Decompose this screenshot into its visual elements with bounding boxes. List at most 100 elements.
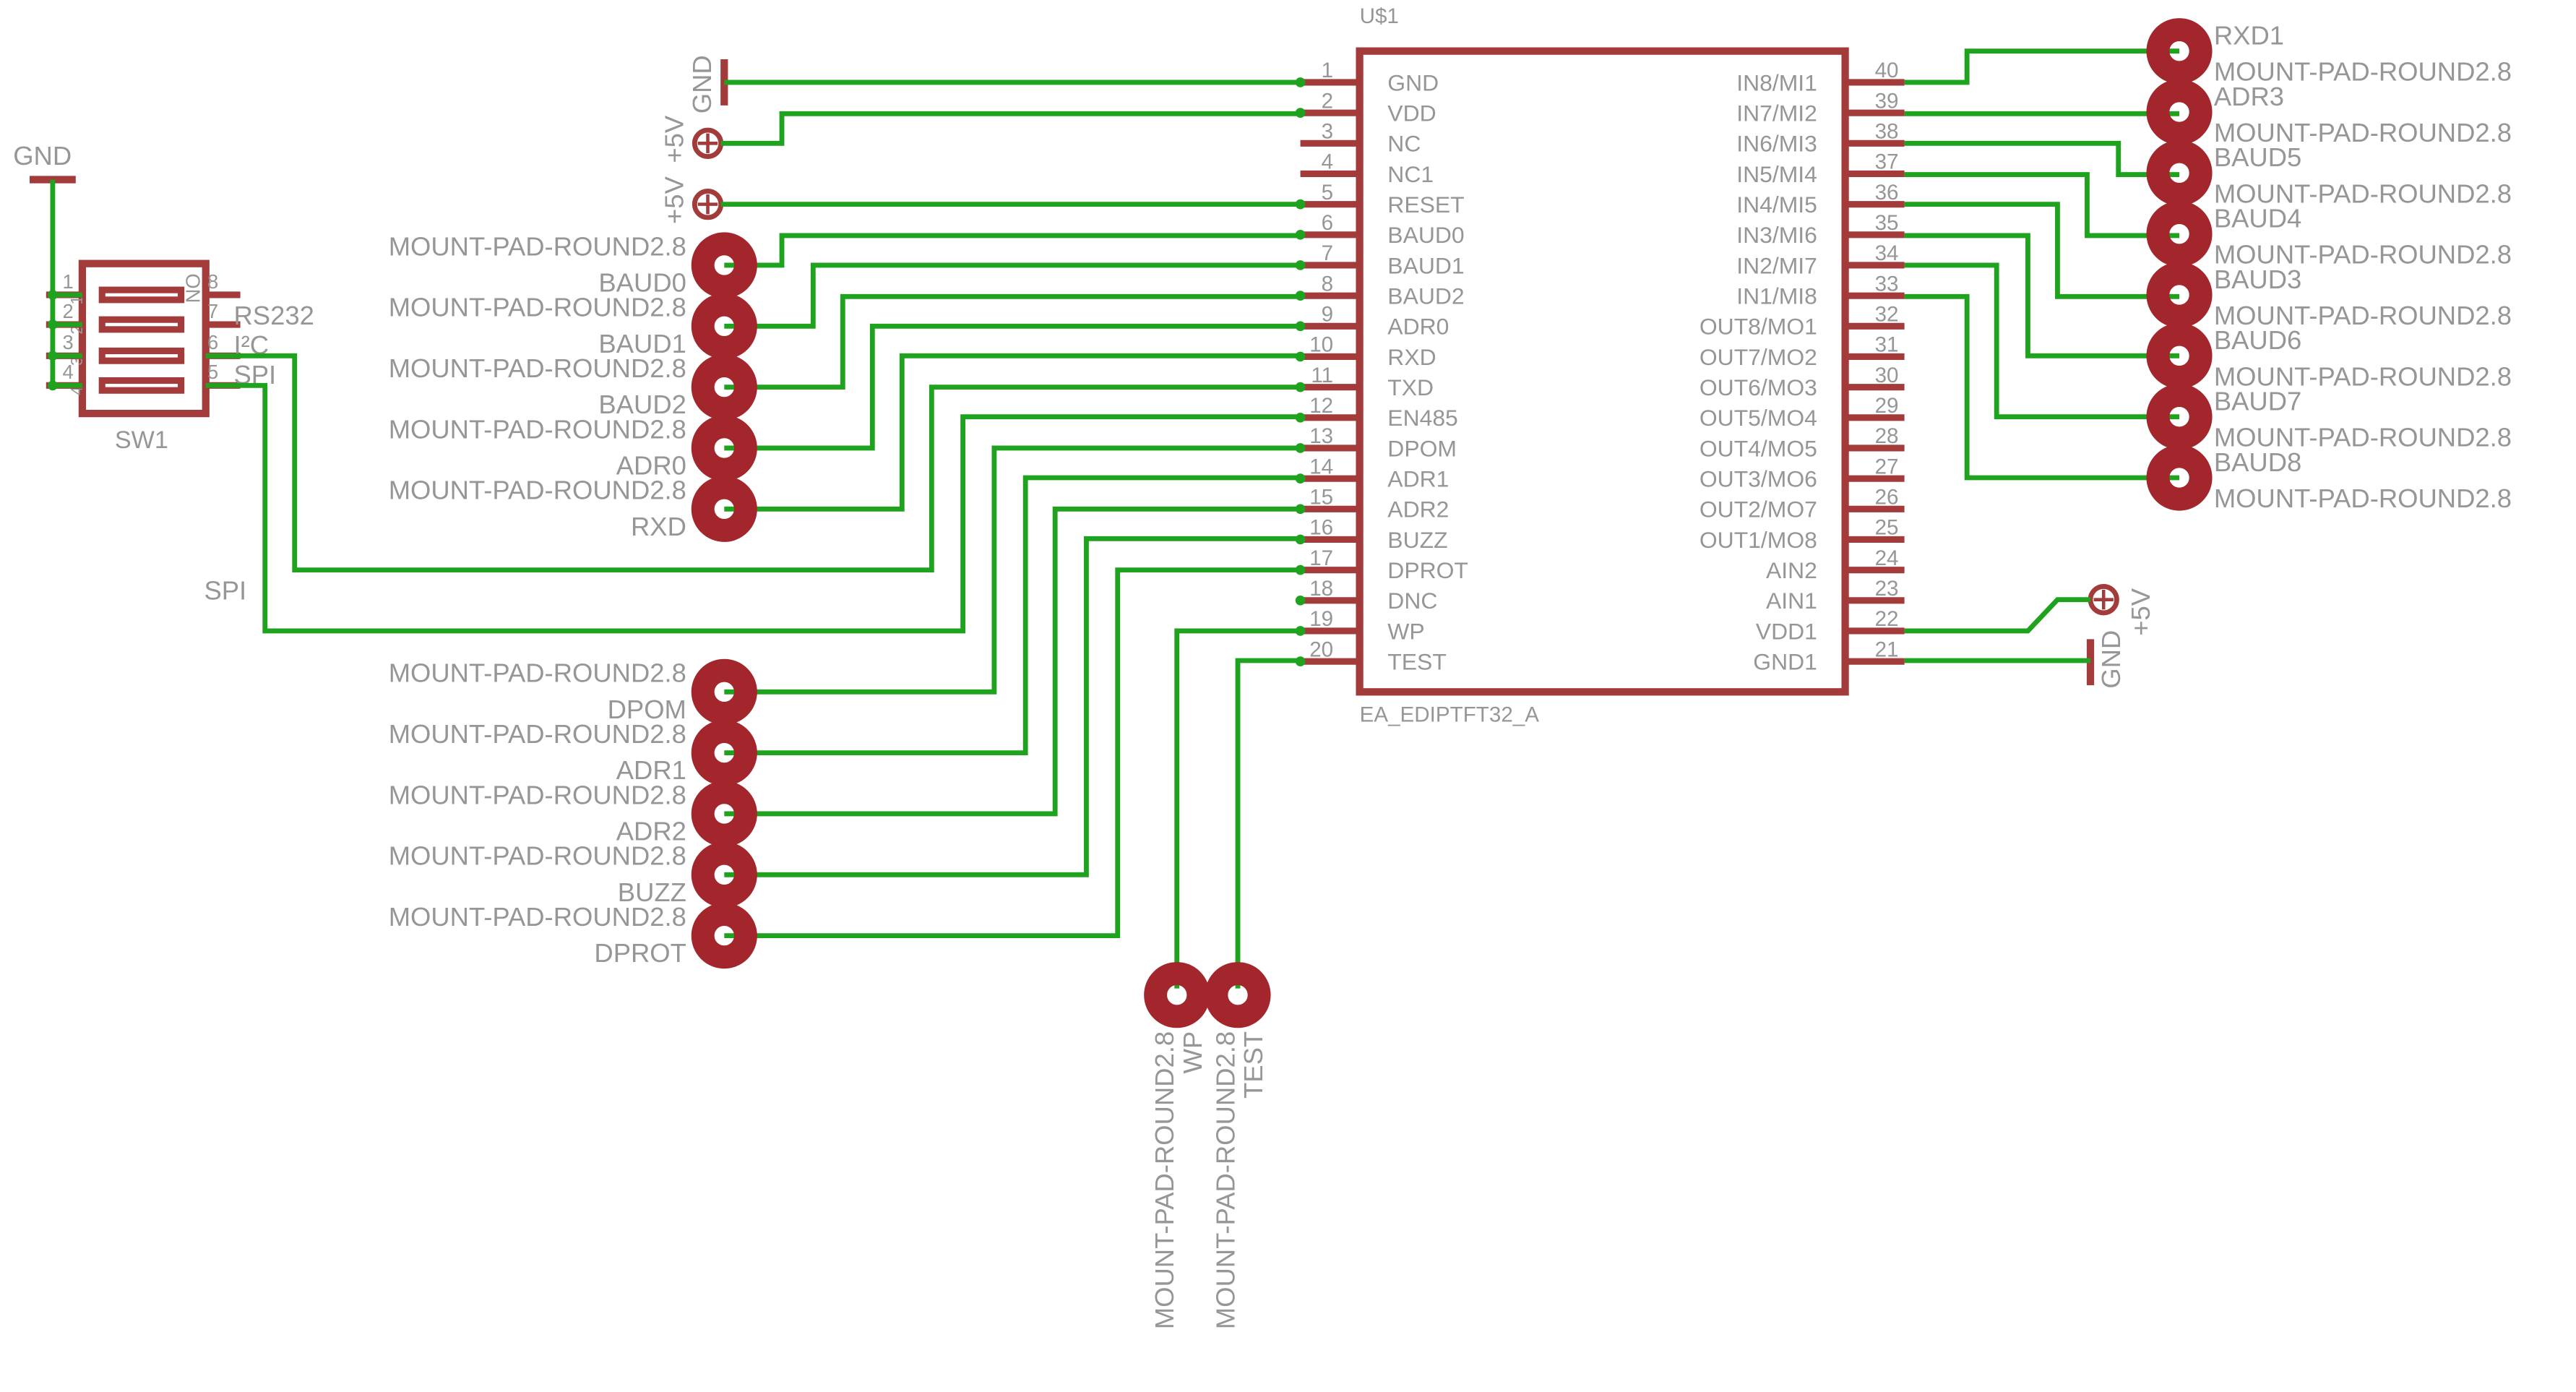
mount-pad [2146, 139, 2213, 206]
wire-in6 [1904, 140, 2180, 178]
ic-pin-name: OUT3/MO6 [1700, 466, 1817, 492]
gnd-symbol-right: GND [2086, 630, 2126, 689]
ic-pin-number: 14 [1309, 455, 1333, 478]
junction-dot [1295, 412, 1306, 423]
ic-pin-number: 25 [1875, 516, 1899, 540]
mount-pad [691, 658, 757, 725]
ic-pin-name: OUT8/MO1 [1700, 314, 1817, 340]
ic-body [1356, 47, 1849, 696]
ic-pin-name: GND [1387, 69, 1439, 95]
ic-pin-name: TXD [1387, 374, 1434, 400]
ic-pin-number: 8 [1322, 272, 1333, 296]
pad-name-label: BAUD2 [598, 390, 686, 419]
gnd-symbol-top: GND [687, 55, 728, 113]
junction-dot [48, 290, 58, 300]
wire-rxd [724, 353, 1301, 512]
junction-dot [1295, 443, 1306, 453]
switch-toggle [98, 286, 185, 304]
junction-dot [1295, 229, 1306, 240]
wire-in8 [1904, 48, 2180, 85]
ic-pin-name: AIN1 [1766, 588, 1817, 614]
junction-dot [1295, 504, 1306, 515]
ic-pin-name: IN8/MI1 [1736, 69, 1817, 95]
junction-dot [48, 380, 58, 391]
ic-pin-name: BAUD2 [1387, 283, 1464, 309]
ic-pin-number: 5 [1322, 181, 1333, 205]
ic-pin-number: 37 [1875, 150, 1899, 174]
ic-pin-number: 27 [1875, 455, 1899, 478]
mount-pad [1205, 962, 1271, 1028]
pad-name-label: ADR0 [616, 450, 686, 480]
junction-dot [1295, 260, 1306, 270]
ic-pin-number: 3 [1322, 119, 1333, 143]
wires [50, 48, 2180, 989]
mount-pad [2146, 262, 2213, 328]
pad-name-label: BAUD1 [598, 329, 686, 358]
wire-vdd1 [1904, 597, 2091, 634]
switch-pin-number-right: 6 [207, 331, 218, 353]
mount-pad [691, 841, 757, 908]
junction-dot [1295, 77, 1306, 87]
wire-adr1 [724, 475, 1301, 756]
pad-name-label: TEST [1239, 1031, 1268, 1099]
ic-pin-name: ADR1 [1387, 466, 1449, 492]
ic-pin-number: 20 [1309, 637, 1333, 661]
wire-in4 [1904, 202, 2180, 299]
ic-pin-name: IN6/MI3 [1736, 131, 1817, 157]
ic-pin-name: GND1 [1753, 649, 1817, 675]
pad-type-label: MOUNT-PAD-ROUND2.8 [2214, 484, 2512, 513]
ic-pin-number: 31 [1875, 333, 1899, 357]
junction-dot [48, 351, 58, 361]
ic-pin-name: RESET [1387, 192, 1464, 218]
mount-pad [2146, 79, 2213, 145]
ic-pin-name: TEST [1387, 649, 1446, 675]
switch-body [78, 259, 210, 418]
plus5v-symbol-2: +5V [659, 176, 724, 224]
ic-pin-name: BAUD0 [1387, 222, 1464, 248]
switch-on-label: ON [181, 273, 204, 303]
ic-pin-name: IN1/MI8 [1736, 283, 1817, 309]
pad-name-label: ADR3 [2214, 82, 2284, 111]
ic-pin-name: ADR0 [1387, 314, 1449, 340]
mount-pad [2146, 18, 2213, 85]
mount-pad [2146, 322, 2213, 389]
mount-pad [691, 781, 757, 847]
wire-adr2 [724, 506, 1301, 817]
junction-dot [1295, 108, 1306, 118]
switch-pin-number-right: 8 [207, 270, 218, 293]
wire-dprot [724, 567, 1301, 939]
ic-pin-number: 34 [1875, 241, 1899, 265]
ic-pin-number: 30 [1875, 364, 1899, 387]
ic-pin-name: VDD [1387, 100, 1436, 126]
wire-adr0 [724, 323, 1301, 451]
ic-pin-name: OUT6/MO3 [1700, 374, 1817, 400]
ic-pin-name: NC1 [1387, 161, 1434, 187]
pad-type-label: MOUNT-PAD-ROUND2.8 [389, 476, 686, 505]
junction-dot [1295, 564, 1306, 575]
pad-name-label: ADR1 [616, 755, 686, 785]
ic-pin-number: 15 [1309, 485, 1333, 509]
junction-dot [1295, 473, 1306, 484]
ic-pin-name: VDD1 [1756, 618, 1817, 644]
wire-baud1 [724, 262, 1301, 329]
wire-buzz [724, 536, 1301, 877]
ic-pin-number: 9 [1322, 302, 1333, 326]
pad-type-label: MOUNT-PAD-ROUND2.8 [2214, 301, 2512, 330]
ic-pin-name: OUT4/MO5 [1700, 435, 1817, 461]
pad-type-label: MOUNT-PAD-ROUND2.8 [2214, 57, 2512, 87]
ic-pin-name: IN7/MI2 [1736, 100, 1817, 126]
junction-dot [1295, 321, 1306, 332]
mount-pad [2146, 444, 2213, 511]
pad-name-label: BAUD5 [2214, 142, 2301, 172]
ic-pin-number: 18 [1309, 577, 1333, 601]
pad-type-label: MOUNT-PAD-ROUND2.8 [389, 353, 686, 383]
ic-pin-number: 23 [1875, 577, 1899, 601]
mount-pad [691, 415, 757, 481]
pad-name-label: BAUD6 [2214, 325, 2301, 355]
wire-dpom [724, 445, 1301, 695]
wire-sw-spi [205, 382, 1301, 634]
ic-pin-number: 4 [1322, 150, 1333, 174]
